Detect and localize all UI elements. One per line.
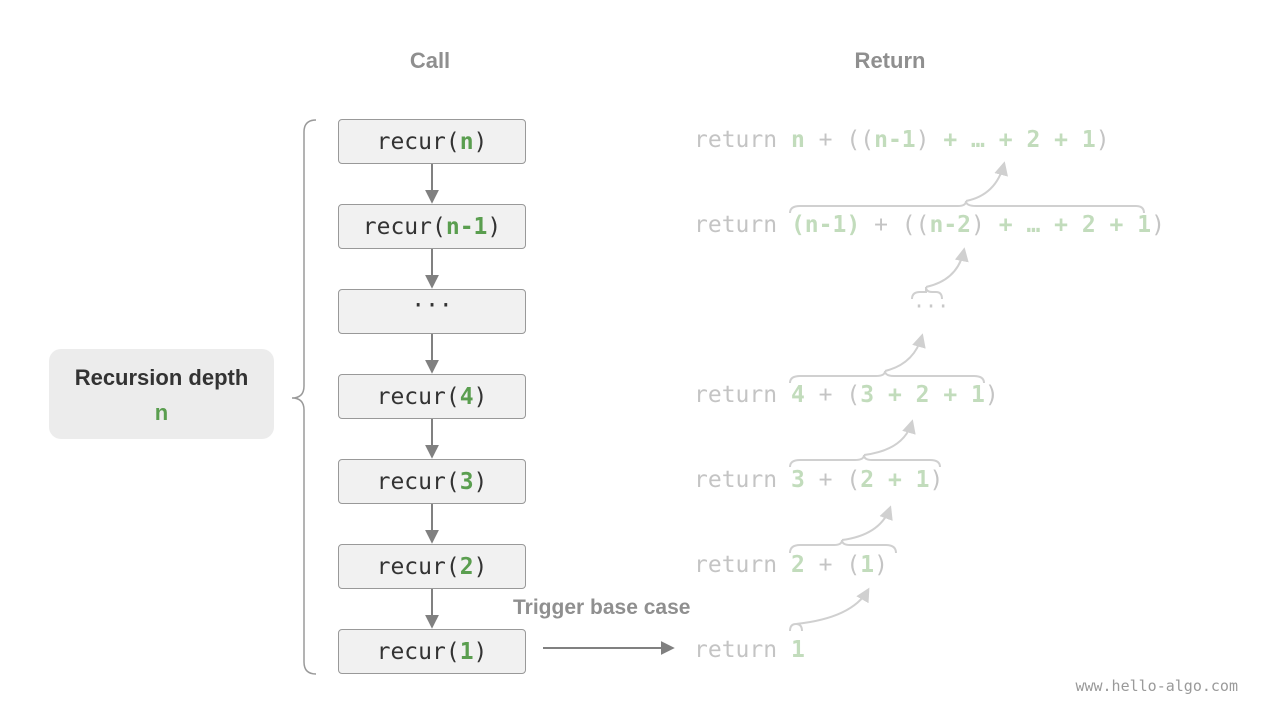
return-value: 1 — [790, 637, 805, 663]
call-fn: recur( — [376, 638, 460, 665]
recursion-depth-box: Recursion depth n — [49, 349, 274, 439]
call-close: ) — [473, 383, 488, 410]
return-mid: ) — [915, 127, 930, 153]
trigger-base-case-label: Trigger base case — [513, 596, 691, 619]
return-curve-arrow — [863, 419, 916, 456]
return-value: 3 — [790, 467, 805, 493]
return-plus: + — [818, 552, 833, 578]
call-box-n: recur(n) — [338, 119, 526, 164]
site-watermark: www.hello-algo.com — [1075, 677, 1238, 695]
return-mid: ) — [971, 212, 985, 238]
return-open: ( — [846, 552, 861, 578]
return-subvalue: 1 — [860, 552, 875, 578]
return-line-3: return 3 + (2 + 1) — [694, 467, 943, 493]
return-line-1: return 1 — [694, 637, 805, 663]
return-keyword: return — [694, 127, 778, 153]
return-subvalue: n-2 — [929, 212, 972, 238]
return-value: (n-1) — [790, 212, 861, 238]
return-line-n-1: return (n-1) + ((n-2) + … + 2 + 1) — [694, 212, 1165, 238]
return-column-header: Return — [854, 48, 926, 73]
call-arg: 4 — [459, 383, 474, 410]
return-value: 4 — [790, 382, 805, 408]
return-rest: + … + 2 + 1 — [943, 127, 1096, 153]
call-box-n-1: recur(n-1) — [338, 204, 526, 249]
return-brace — [789, 622, 803, 632]
return-open: (( — [901, 212, 930, 238]
return-open: (( — [846, 127, 875, 153]
return-curve-arrow — [925, 247, 969, 288]
call-close: ) — [473, 468, 488, 495]
call-arg: 1 — [459, 638, 474, 665]
call-close: ) — [473, 128, 488, 155]
return-subvalue: 2 + 1 — [860, 467, 930, 493]
call-close: ) — [473, 553, 488, 580]
return-curve-arrow — [965, 161, 1008, 202]
call-fn: recur( — [376, 383, 460, 410]
call-box-1: recur(1) — [338, 629, 526, 674]
return-end: ) — [929, 467, 944, 493]
return-subvalue: n-1 — [874, 127, 916, 153]
return-end: ) — [1095, 127, 1110, 153]
return-curve-arrow — [884, 333, 926, 372]
call-box-4: recur(4) — [338, 374, 526, 419]
return-open: ( — [846, 467, 861, 493]
return-value: n — [790, 127, 805, 153]
call-box-3: recur(3) — [338, 459, 526, 504]
return-end: ) — [1151, 212, 1165, 238]
call-close: ) — [487, 213, 502, 240]
call-ellipsis: ··· — [411, 292, 453, 319]
call-arg: n — [459, 128, 474, 155]
return-line-4: return 4 + (3 + 2 + 1) — [694, 382, 999, 408]
recursion-depth-title: Recursion depth — [74, 365, 249, 390]
call-arg: n-1 — [445, 213, 488, 240]
return-keyword: return — [694, 637, 778, 663]
return-plus: + — [818, 382, 833, 408]
return-curve-arrow — [795, 587, 870, 625]
return-rest: + … + 2 + 1 — [998, 212, 1152, 238]
depth-brace — [291, 119, 317, 675]
return-keyword: return — [694, 382, 778, 408]
return-brace — [789, 454, 941, 468]
call-fn: recur( — [376, 128, 460, 155]
return-open: ( — [846, 382, 861, 408]
recursion-depth-value: n — [154, 400, 169, 425]
return-curve-arrow — [841, 505, 893, 541]
return-plus: + — [874, 212, 888, 238]
return-ellipsis: ··· — [913, 294, 950, 318]
return-end: ) — [874, 552, 888, 578]
return-line-2: return 2 + (1) — [694, 552, 888, 578]
return-keyword: return — [694, 552, 778, 578]
return-value: 2 — [790, 552, 805, 578]
return-plus: + — [818, 467, 833, 493]
return-keyword: return — [694, 212, 778, 238]
return-connectors — [789, 161, 1145, 632]
call-close: ) — [473, 638, 488, 665]
call-arg: 3 — [459, 468, 474, 495]
return-line-n: return n + ((n-1) + … + 2 + 1) — [694, 127, 1110, 153]
call-column-header: Call — [409, 48, 451, 73]
call-box-2: recur(2) — [338, 544, 526, 589]
call-box-ellipsis: ··· — [338, 289, 526, 334]
return-keyword: return — [694, 467, 778, 493]
return-plus: + — [818, 127, 833, 153]
return-end: ) — [984, 382, 999, 408]
call-fn: recur( — [376, 468, 460, 495]
call-fn: recur( — [376, 553, 460, 580]
call-fn: recur( — [362, 213, 446, 240]
call-arg: 2 — [459, 553, 474, 580]
return-subvalue: 3 + 2 + 1 — [860, 382, 985, 408]
